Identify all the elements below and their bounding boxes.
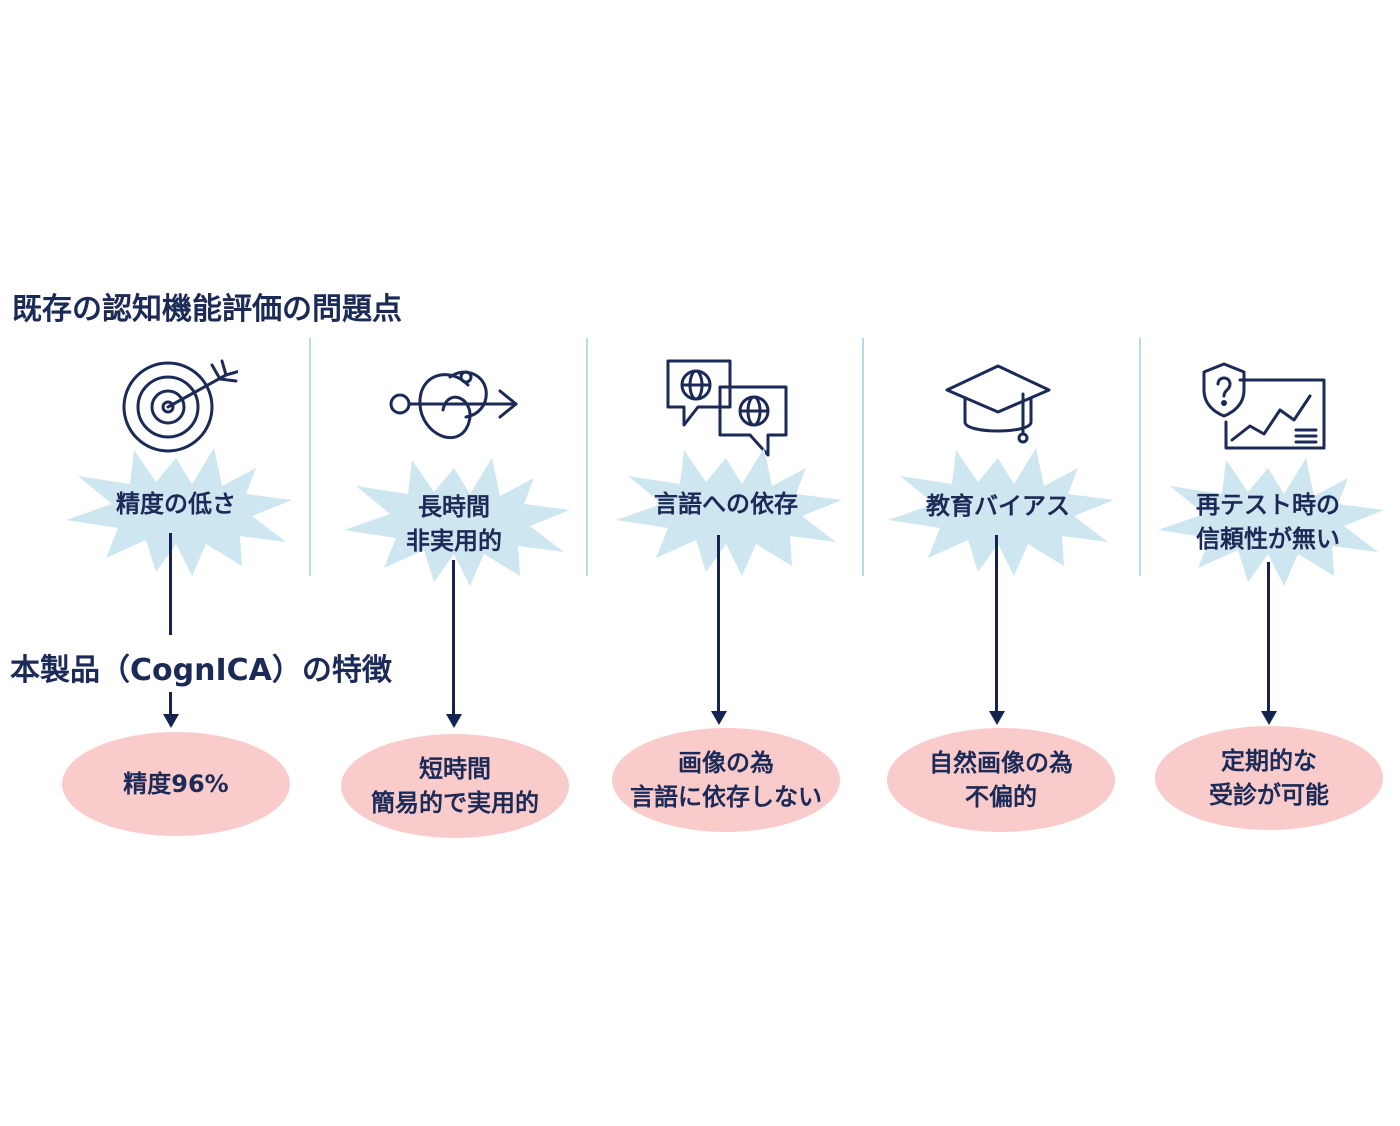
connector-line bbox=[995, 535, 998, 713]
problem-burst: 教育バイアス bbox=[878, 436, 1118, 596]
problem-text-line: 長時間 bbox=[418, 493, 490, 521]
problem-burst: 精度の低さ bbox=[56, 436, 296, 596]
feature-text-line: 定期的な bbox=[1221, 747, 1317, 775]
connector-line bbox=[169, 692, 172, 716]
connector-line bbox=[1267, 562, 1270, 713]
column-divider bbox=[1139, 338, 1141, 576]
column-divider bbox=[862, 338, 864, 576]
feature-text-line: 画像の為 bbox=[678, 749, 774, 777]
problems-heading: 既存の認知機能評価の問題点 bbox=[12, 292, 402, 327]
feature-text-line: 受診が可能 bbox=[1209, 781, 1329, 809]
features-heading: 本製品（CognICA）の特徴 bbox=[10, 653, 392, 688]
column-divider bbox=[586, 338, 588, 576]
feature-oval: 定期的な 受診が可能 bbox=[1155, 726, 1383, 830]
graduation-cap-icon bbox=[943, 360, 1073, 460]
problem-text-line: 言語への依存 bbox=[654, 490, 798, 518]
problem-burst: 言語への依存 bbox=[606, 436, 846, 596]
problem-text-line: 教育バイアス bbox=[926, 492, 1070, 520]
feature-text-line: 精度96% bbox=[123, 770, 229, 798]
arrow-head bbox=[1261, 711, 1277, 725]
feature-text-line: 言語に依存しない bbox=[630, 783, 822, 811]
arrow-head bbox=[989, 711, 1005, 725]
feature-oval: 短時間 簡易的で実用的 bbox=[341, 734, 569, 838]
column-divider bbox=[309, 338, 311, 576]
feature-text-line: 短時間 bbox=[419, 755, 491, 783]
arrow-head bbox=[163, 714, 179, 728]
problem-burst: 長時間 非実用的 bbox=[334, 446, 574, 606]
shield-question-chart-icon bbox=[1200, 360, 1330, 460]
target-arrow-icon bbox=[108, 355, 242, 455]
arrow-head bbox=[711, 711, 727, 725]
arrow-head bbox=[446, 714, 462, 728]
feature-oval: 自然画像の為 不偏的 bbox=[887, 728, 1115, 832]
feature-oval: 画像の為 言語に依存しない bbox=[612, 728, 840, 832]
connector-line bbox=[169, 533, 172, 635]
connector-line bbox=[717, 535, 720, 713]
feature-text-line: 不偏的 bbox=[965, 783, 1037, 811]
feature-text-line: 自然画像の為 bbox=[929, 749, 1073, 777]
winding-path-arrow-icon bbox=[388, 355, 518, 455]
speech-bubbles-globe-icon bbox=[660, 355, 790, 457]
problem-text-line: 非実用的 bbox=[406, 527, 502, 555]
feature-text-line: 簡易的で実用的 bbox=[371, 789, 539, 817]
problem-text-line: 信頼性が無い bbox=[1196, 525, 1340, 553]
problem-burst: 再テスト時の 信頼性が無い bbox=[1148, 446, 1388, 606]
connector-line bbox=[452, 560, 455, 716]
problem-text-line: 精度の低さ bbox=[116, 490, 236, 518]
feature-oval: 精度96% bbox=[62, 732, 290, 836]
problem-text-line: 再テスト時の bbox=[1196, 491, 1340, 519]
